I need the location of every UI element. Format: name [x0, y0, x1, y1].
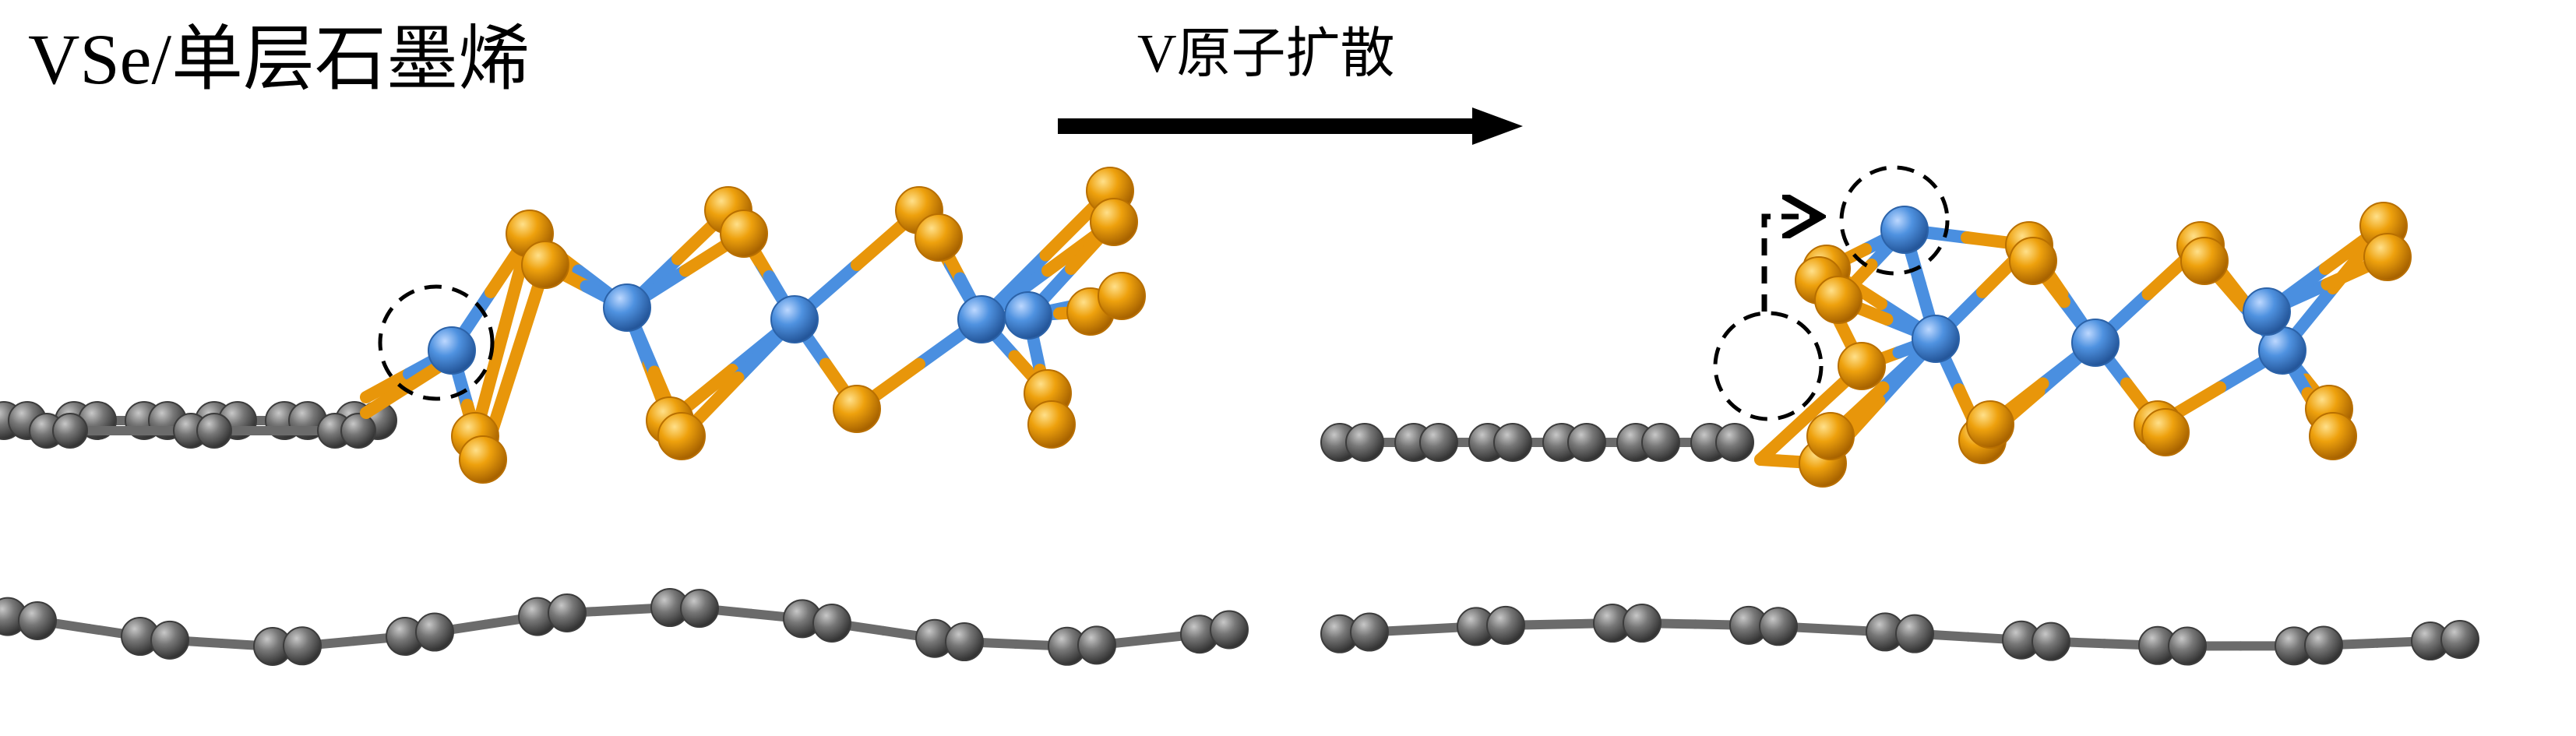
site-marker-circle: [1839, 165, 1950, 276]
selenium-atom: [2009, 237, 2057, 285]
carbon-atom: [1895, 614, 1934, 653]
carbon-atom: [1419, 423, 1458, 462]
carbon-atom: [52, 413, 88, 449]
bond: [360, 379, 415, 419]
vanadium-atom: [603, 283, 651, 332]
figure-title: VSe/单层石墨烯: [28, 19, 530, 99]
carbon-atom: [340, 413, 376, 449]
carbon-atom: [1567, 423, 1606, 462]
selenium-atom: [833, 385, 881, 433]
carbon-atom: [2440, 619, 2479, 659]
bond: [1754, 407, 1817, 466]
selenium-atom: [1098, 272, 1146, 320]
vanadium-atom: [1912, 315, 1960, 363]
carbon-atom: [18, 600, 57, 640]
carbon-atom: [415, 612, 454, 652]
vanadium-atom: [2243, 287, 2291, 336]
carbon-atom: [1210, 610, 1249, 650]
selenium-atom: [1090, 198, 1138, 246]
selenium-atom: [521, 241, 569, 289]
carbon-atom: [2304, 625, 2343, 665]
carbon-atom: [1759, 607, 1798, 646]
selenium-atom: [2309, 412, 2357, 460]
carbon-atom: [1486, 605, 1525, 645]
carbon-atom: [1715, 423, 1754, 462]
panel-diffused-structure: [1320, 165, 2479, 666]
carbon-atom: [283, 626, 322, 666]
carbon-atom: [1623, 604, 1662, 643]
carbon-atom: [2032, 622, 2070, 661]
carbon-atom: [1493, 423, 1532, 462]
carbon-atom: [548, 593, 587, 632]
process-arrow: [1058, 107, 1523, 145]
diffusion-path-arrow: [1761, 217, 1815, 312]
panel-initial-structure: [0, 167, 1249, 666]
selenium-atom: [1814, 276, 1862, 324]
selenium-atom: [1838, 342, 1886, 390]
carbon-atom: [945, 622, 984, 662]
site-marker-circle: [1713, 311, 1824, 421]
bond: [360, 368, 415, 403]
selenium-atom: [657, 412, 706, 460]
selenium-atom: [720, 210, 768, 258]
carbon-atom: [1345, 423, 1384, 462]
selenium-atom: [2363, 233, 2412, 281]
vanadium-atom: [957, 295, 1006, 343]
selenium-atom: [459, 435, 507, 484]
vanadium-atom: [770, 295, 819, 343]
site-marker-circle: [378, 284, 495, 401]
carbon-atom: [196, 413, 232, 449]
process-label: V原子扩散: [1137, 24, 1395, 84]
selenium-atom: [1806, 412, 1855, 460]
vanadium-atom: [428, 326, 476, 375]
carbon-atom: [1641, 423, 1680, 462]
carbon-atom: [150, 620, 189, 660]
carbon-atom: [2168, 626, 2207, 666]
vanadium-atom: [2071, 319, 2120, 367]
vanadium-atom: [1880, 206, 1929, 254]
selenium-atom: [1966, 400, 2014, 449]
selenium-atom: [914, 213, 963, 262]
carbon-atom: [812, 604, 851, 643]
carbon-atom: [680, 589, 719, 629]
selenium-atom: [2141, 408, 2190, 456]
carbon-atom: [1077, 625, 1116, 665]
selenium-atom: [2180, 237, 2229, 285]
vanadium-atom: [1004, 291, 1052, 340]
selenium-atom: [1027, 400, 1076, 449]
carbon-atom: [1350, 612, 1389, 652]
